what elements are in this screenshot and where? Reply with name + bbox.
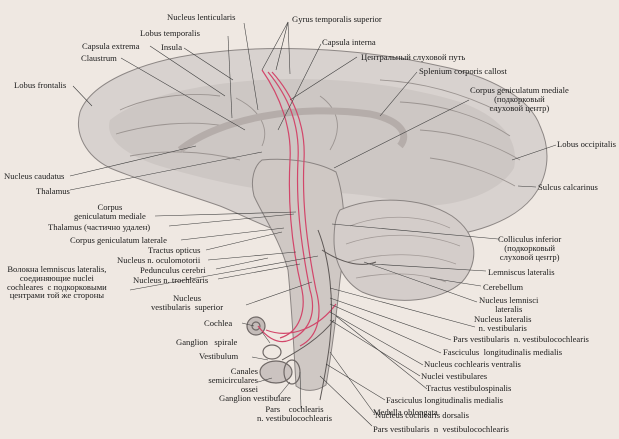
label-pars-vestibularis-top: Pars vestibularis n. vestibulocochlearis	[453, 334, 589, 344]
label-fasciculus-longitudinalis-medialis-2: Fasciculus longitudinalis medialis	[386, 395, 503, 405]
label-lobus-occipitalis: Lobus occipitalis	[557, 139, 616, 149]
label-claustrum: Claustrum	[81, 53, 117, 63]
gyri-lines	[115, 79, 521, 187]
label-lemniscus-lateralis: Lemniscus lateralis	[488, 267, 555, 277]
label-nucleus-lenticularis: Nucleus lenticularis	[167, 12, 236, 22]
label-nucleus-cochlearis-dorsalis: Nucleus cochlearis dorsalis	[375, 410, 470, 420]
label-nucleus-oculomotorii: Nucleus n. oculomotorii	[117, 255, 201, 265]
label-thalamus-partial: Thalamus (частично удален)	[48, 222, 151, 232]
label-ganglion-spirale: Ganglion spirale	[176, 337, 238, 347]
label-nucleus-lemnisci-lateralis: Nucleus lemnisci lateralis	[479, 295, 539, 314]
label-nucleus-lateralis-vestibularis: Nucleus lateralis n. vestibularis	[474, 314, 532, 333]
label-capsula-interna: Capsula interna	[322, 37, 376, 47]
label-lobus-frontalis: Lobus frontalis	[14, 80, 67, 90]
label-capsula-extrema: Capsula extrema	[82, 41, 140, 51]
label-pars-vestibularis-bottom: Pars vestibularis n vestibulocochlearis	[373, 424, 509, 434]
inner-ear	[246, 316, 301, 385]
label-tractus-vestibulospinalis: Tractus vestibulospinalis	[426, 383, 512, 393]
label-splenium: Splenium corporis callost	[419, 66, 507, 76]
cortex-shading	[109, 78, 516, 206]
leader-lines	[69, 21, 557, 427]
label-nuclei-vestibulares: Nuclei vestibulares	[421, 371, 488, 381]
label-nucleus-trochlearis: Nucleus n. trochlearis	[133, 275, 209, 285]
auditory-path-red	[257, 69, 337, 347]
label-insula: Insula	[161, 42, 183, 52]
label-pedunculus-cerebri: Pedunculus cerebri	[140, 265, 206, 275]
label-corpus-geniculatum-mediale: Corpus geniculatum mediale	[74, 202, 146, 221]
vestibular-path-grey	[281, 229, 377, 401]
label-cerebellum: Cerebellum	[483, 282, 524, 292]
cerebellum-shape	[333, 199, 475, 301]
label-sulcus-calcarinus: Sulcus calcarinus	[538, 182, 598, 192]
label-central-auditory-path: Центральный слуховой путь	[361, 52, 466, 62]
label-tractus-opticus: Tractus opticus	[148, 245, 201, 255]
label-lobus-temporalis: Lobus temporalis	[140, 28, 200, 38]
corpus-callosum	[177, 107, 408, 153]
label-vestibulum: Vestibulum	[199, 351, 239, 361]
label-gyrus-temporalis-superior: Gyrus temporalis superior	[292, 14, 382, 24]
label-corpus-geniculatum-laterale: Corpus geniculatum laterale	[70, 235, 167, 245]
label-colliculus-inferior: Colliculus inferior (подкорковый слухово…	[498, 234, 562, 262]
label-nucleus-vestibularis-superior: Nucleus vestibularis superior	[151, 293, 224, 312]
label-thalamus: Thalamus	[36, 186, 70, 196]
label-medulla-oblongata: Medulla oblongata	[373, 407, 438, 417]
label-pars-cochlearis: Pars cochlearis n. vestibulocochlearis	[257, 404, 332, 423]
label-ganglion-vestibulare: Ganglion vestibulare	[219, 393, 291, 403]
label-cochlea: Cochlea	[204, 318, 233, 328]
label-nucleus-cochlearis-ventralis: Nucleus cochlearis ventralis	[424, 359, 521, 369]
label-lemniscus-fibers: Волокна lemniscus lateralis, соединяющие…	[7, 264, 107, 301]
label-canales-semicirculares: Canales semicirculares ossei	[208, 366, 258, 394]
label-nucleus-caudatus: Nucleus caudatus	[4, 171, 65, 181]
label-corpus-geniculatum-mediale-subcortical: Corpus geniculatum mediale (подкорковый …	[470, 85, 569, 113]
label-fasciculus-longitudinalis-medialis-1: Fasciculus longitudinalis medialis	[443, 347, 563, 357]
